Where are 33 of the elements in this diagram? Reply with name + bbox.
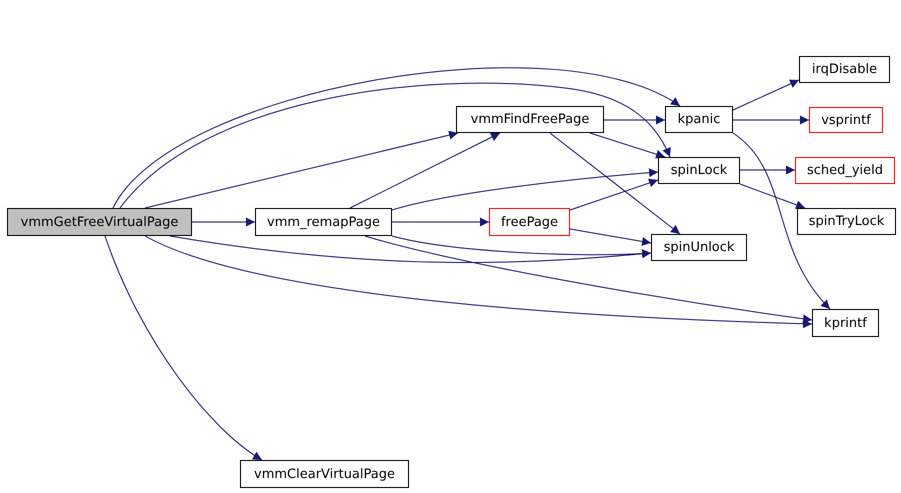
- arrow: [590, 132, 666, 159]
- function-box: spinUnlock: [651, 234, 747, 261]
- function-box: irqDisable: [799, 56, 890, 83]
- function-box: sched_yield: [795, 157, 895, 184]
- arrow: [570, 228, 652, 246]
- arrow: [604, 116, 666, 124]
- arrow: [740, 184, 806, 210]
- arrow: [392, 236, 652, 258]
- arrow: [740, 166, 796, 174]
- arrow: [192, 218, 256, 226]
- function-box: kpanic: [665, 106, 733, 133]
- arrow: [350, 132, 500, 208]
- function-box: vsprintf: [809, 107, 883, 133]
- arrow: [104, 236, 262, 460]
- arrow: [570, 178, 658, 210]
- function-box: spinLock: [658, 157, 740, 184]
- function-box: vmmGetFreeVirtualPage: [7, 208, 192, 236]
- function-box: spinTryLock: [797, 208, 896, 235]
- arrow: [170, 236, 652, 263]
- arrow: [364, 236, 812, 324]
- arrow: [144, 130, 458, 208]
- arrow: [550, 132, 680, 234]
- function-box: vmmFindFreePage: [456, 106, 604, 133]
- arrow: [732, 132, 830, 310]
- arrow: [392, 168, 658, 210]
- arrow: [732, 80, 800, 110]
- arrow: [732, 116, 810, 124]
- arrow: [144, 236, 812, 328]
- function-box: kprintf: [812, 309, 879, 337]
- function-box: vmmClearVirtualPage: [240, 460, 409, 488]
- arrow: [392, 218, 490, 226]
- function-box: vmm_remapPage: [255, 208, 392, 236]
- function-box: freePage: [489, 208, 570, 236]
